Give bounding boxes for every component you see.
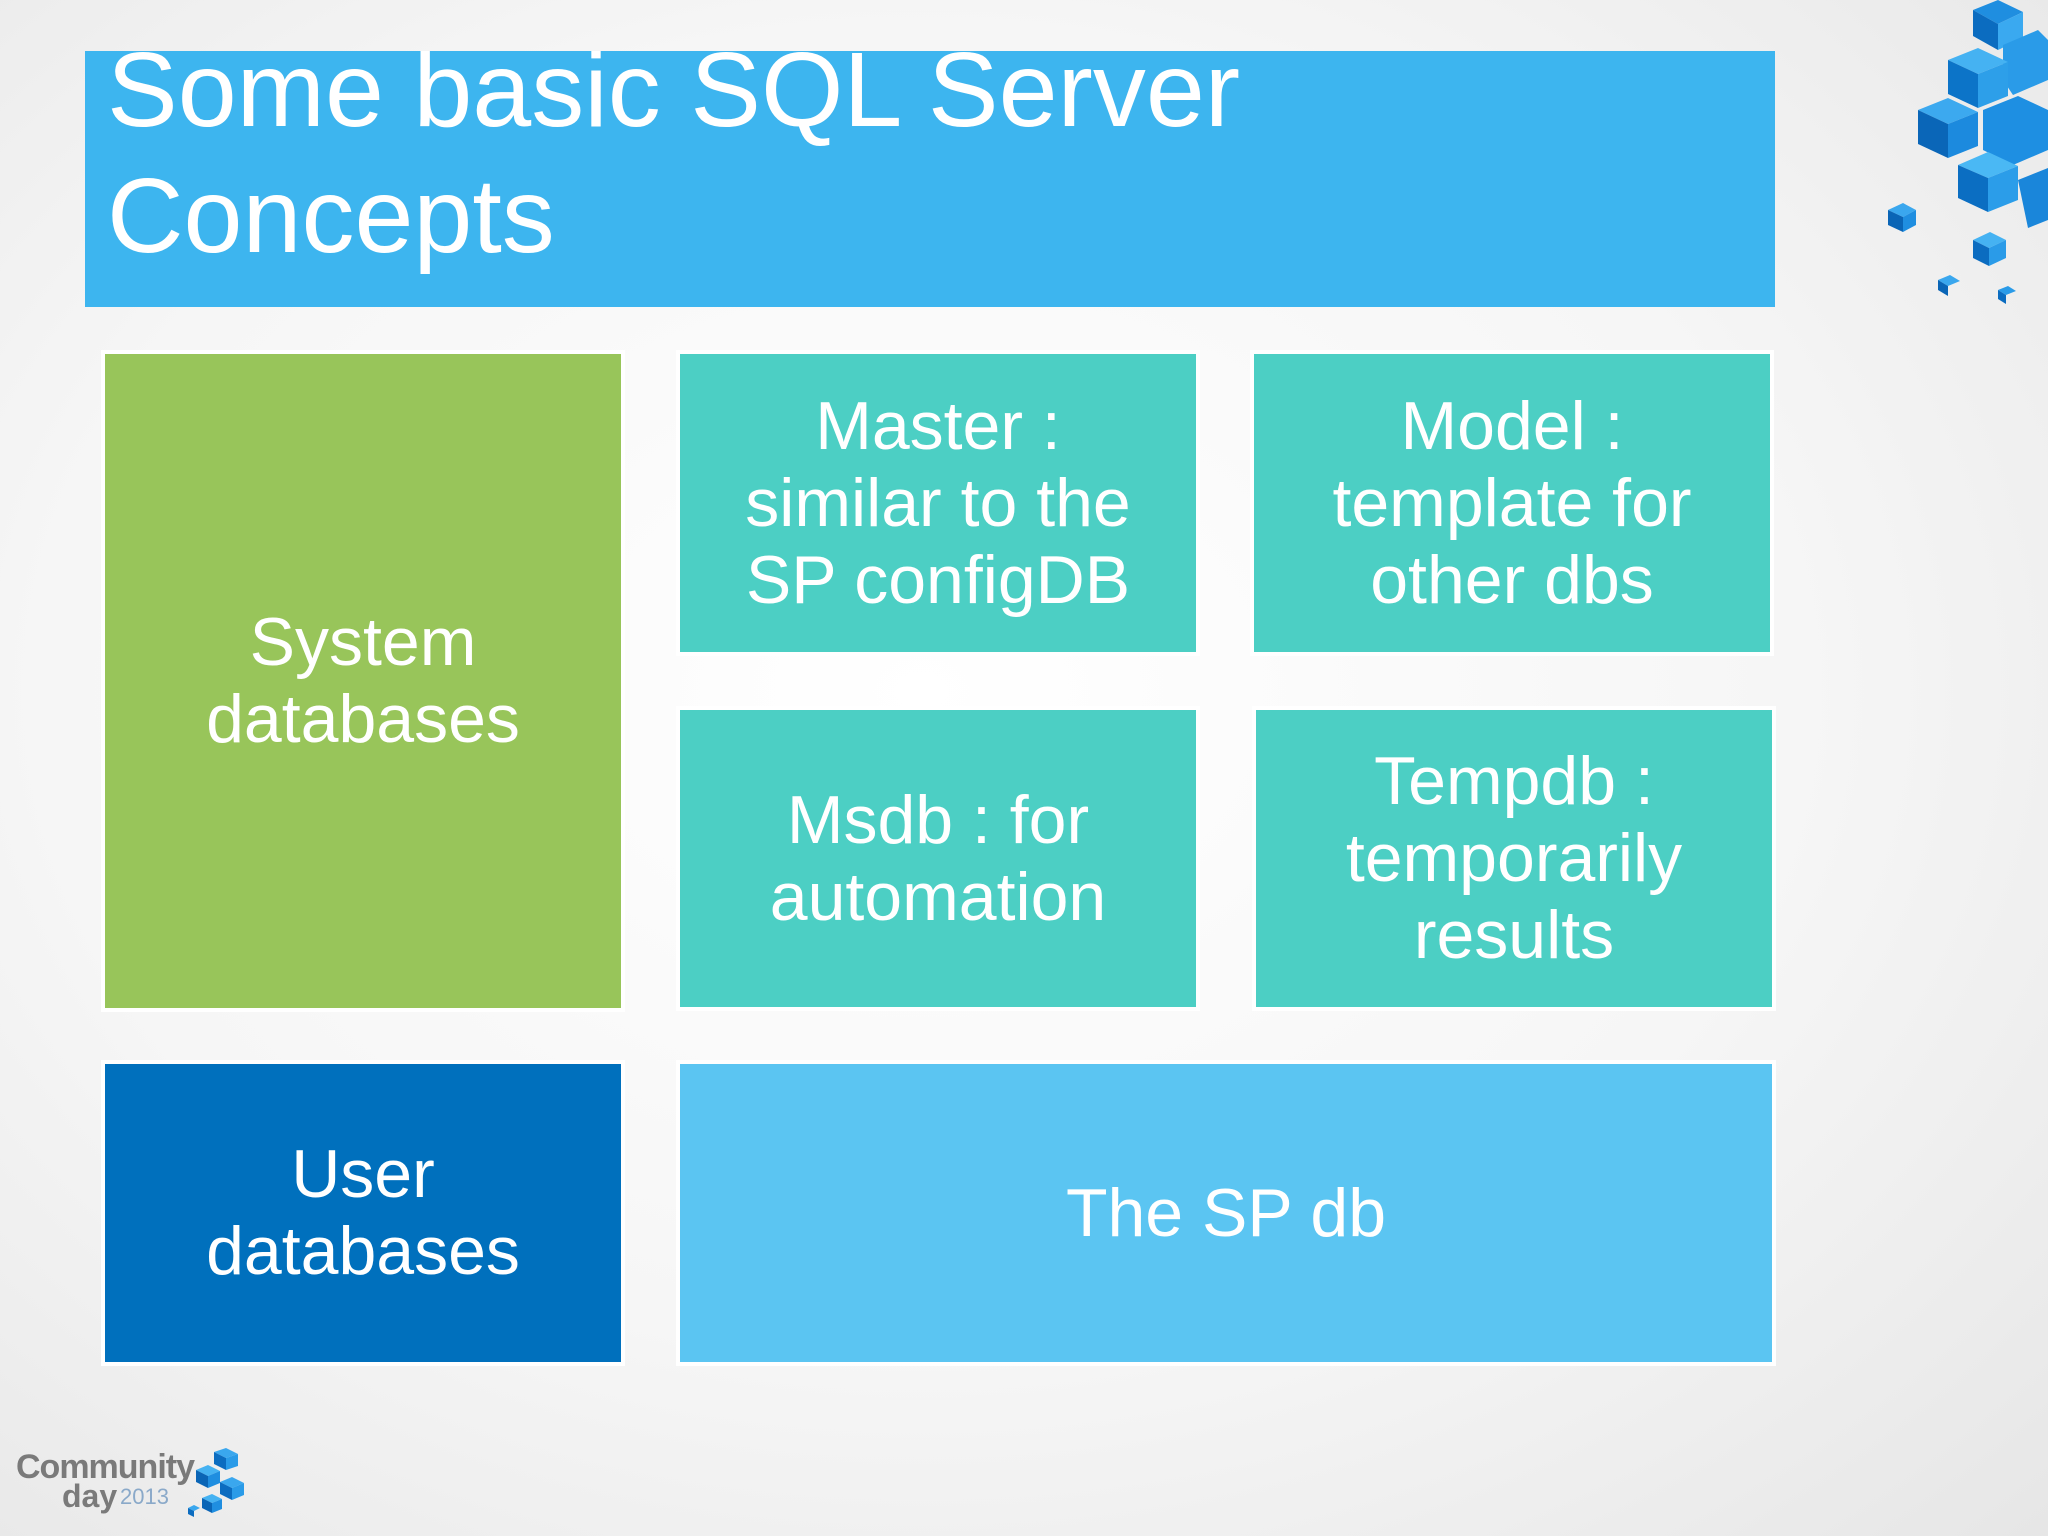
master-db-line-1: Master :: [815, 387, 1061, 464]
user-databases-tile: User databases: [101, 1060, 625, 1366]
model-db-line-1: Model :: [1400, 387, 1624, 464]
tempdb-line-2: temporarily: [1345, 820, 1683, 896]
system-databases-line-2: databases: [206, 681, 520, 757]
model-db-line-2: template for: [1332, 464, 1692, 541]
slide-title-line-2: Concepts: [107, 157, 555, 275]
tempdb-line-3: results: [1413, 897, 1615, 973]
logo-cubes-icon: [188, 1448, 244, 1517]
slide-title-line-1: Some basic SQL Server: [107, 51, 1241, 149]
title-bar: Some basic SQL Server Concepts: [85, 51, 1775, 307]
master-db-line-2: similar to the: [745, 464, 1131, 541]
model-db-line-3: other dbs: [1370, 541, 1654, 618]
sp-db-label: The SP db: [1065, 1174, 1387, 1251]
logo-year: 2013: [120, 1484, 169, 1509]
user-databases-line-2: databases: [206, 1213, 520, 1289]
tempdb-line-1: Tempdb :: [1374, 743, 1654, 819]
master-db-line-3: SP configDB: [745, 541, 1131, 618]
tempdb-tile: Tempdb : temporarily results: [1252, 706, 1776, 1011]
master-db-tile: Master : similar to the SP configDB: [676, 350, 1200, 656]
slide-title: Some basic SQL Server Concepts: [107, 51, 1240, 279]
logo-word-day: day: [62, 1478, 118, 1514]
system-databases-tile: System databases: [101, 350, 625, 1012]
msdb-line-2: automation: [769, 858, 1107, 935]
msdb-tile: Msdb : for automation: [676, 706, 1200, 1011]
msdb-line-1: Msdb : for: [786, 781, 1090, 858]
user-databases-line-1: User: [291, 1136, 435, 1212]
model-db-tile: Model : template for other dbs: [1250, 350, 1774, 656]
system-databases-line-1: System: [249, 604, 477, 680]
sp-db-tile: The SP db: [676, 1060, 1776, 1366]
community-day-logo: Community day 2013: [14, 1448, 254, 1520]
logo-word-community: Community: [16, 1448, 195, 1486]
decorative-cubes-icon: [1888, 0, 2048, 304]
